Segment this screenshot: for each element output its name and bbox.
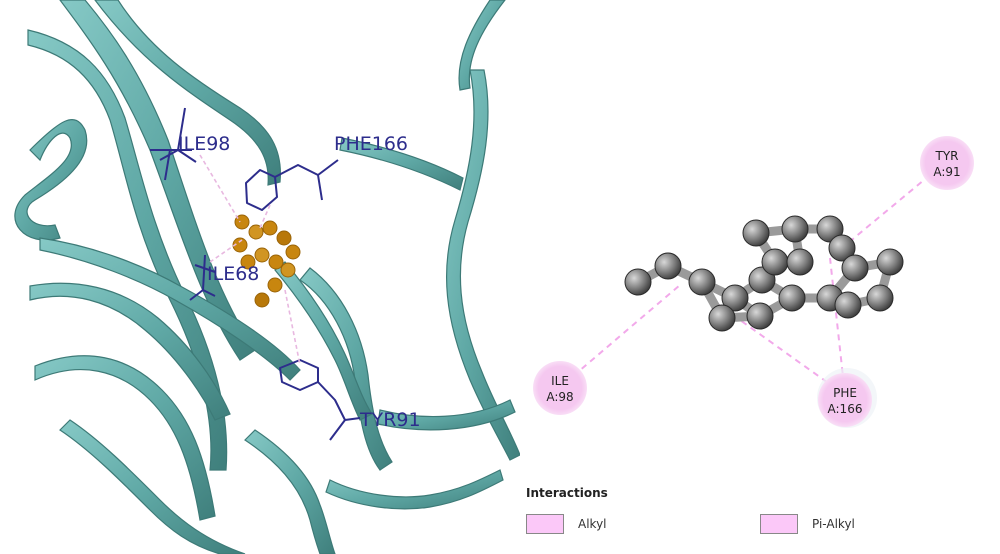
ligand-atoms (624, 215, 904, 332)
beta-strand (34, 355, 216, 521)
loop (325, 469, 504, 510)
residue-ile98-name: ILE (551, 374, 569, 388)
phe166-sticks (245, 159, 339, 211)
beta-strand (244, 429, 336, 554)
residue-phe166-name: PHE (833, 386, 857, 400)
interaction-legend: Interactions Alkyl Pi-Alkyl (526, 486, 986, 546)
beta-strand (445, 69, 520, 461)
residue-label-phe166: PHE166 (334, 133, 408, 155)
beta-strand (339, 137, 464, 191)
ligand-3d (232, 214, 301, 308)
legend-label-alkyl: Alkyl (578, 517, 607, 531)
residue-ile98: ILE A:98 (533, 361, 587, 415)
legend-swatch-alkyl (526, 514, 564, 534)
ligand-bonds (633, 224, 895, 323)
residue-tyr91-chain: A:91 (933, 165, 960, 179)
beta-strand (29, 282, 231, 421)
ile68-sticks (189, 254, 216, 301)
loop (274, 261, 373, 421)
residue-ile98-chain: A:98 (546, 390, 573, 404)
legend-item-pi-alkyl: Pi-Alkyl (760, 514, 855, 534)
legend-label-pi-alkyl: Pi-Alkyl (812, 517, 855, 531)
legend-item-alkyl: Alkyl (526, 514, 607, 534)
residue-tyr91: TYR A:91 (920, 136, 974, 190)
tyr91-sticks (279, 359, 361, 441)
beta-strand (299, 267, 393, 471)
interaction-dashes-3d (199, 154, 301, 366)
loop (458, 0, 506, 91)
beta-strand (27, 29, 228, 471)
beta-strand (377, 399, 516, 431)
residue-label-ile68: ILE68 (207, 263, 259, 285)
beta-strand (59, 0, 256, 361)
residue-phe166: PHE A:166 (817, 368, 877, 428)
interaction-lines (564, 174, 931, 396)
residue-sticks (150, 107, 361, 441)
protein-structure-view: ILE98 PHE166 ILE68 TYR91 (14, 0, 520, 554)
residue-label-ile98: ILE98 (178, 133, 230, 155)
residue-tyr91-name: TYR (935, 149, 959, 163)
ile98-sticks (150, 107, 197, 181)
residue-phe166-chain: A:166 (828, 402, 863, 416)
legend-title: Interactions (526, 486, 608, 500)
beta-strand (39, 237, 301, 381)
residue-label-tyr91: TYR91 (359, 409, 421, 431)
beta-strand (14, 119, 88, 241)
legend-swatch-pi-alkyl (760, 514, 798, 534)
protein-ribbon (14, 0, 520, 554)
beta-strand (94, 0, 282, 186)
